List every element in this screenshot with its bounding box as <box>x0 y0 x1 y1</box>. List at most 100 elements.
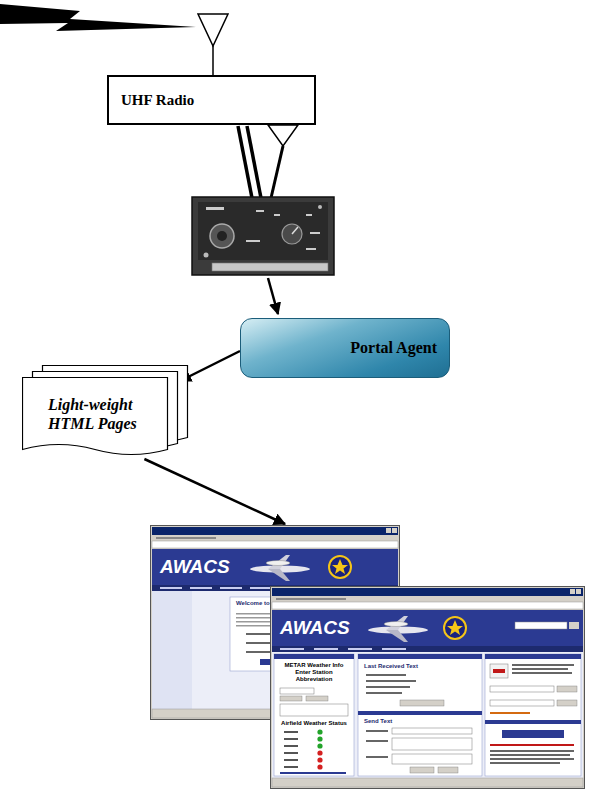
drawn-rect <box>280 704 348 716</box>
drawn-rect <box>490 762 560 764</box>
portal-screenshot: AWACSMETAR Weather Info Enter Station Ab… <box>270 586 585 789</box>
drawn-rect <box>392 728 472 734</box>
drawn-rect <box>366 692 402 694</box>
drawn-circle <box>317 743 322 748</box>
drawn-circle <box>317 729 322 734</box>
satellite-controller <box>192 197 334 275</box>
drawn-rect <box>280 688 314 694</box>
drawn-circle <box>204 253 209 258</box>
drawn-rect <box>512 664 574 666</box>
drawn-rect <box>274 654 354 776</box>
drawn-rect <box>490 700 554 706</box>
drawn-rect <box>366 680 416 682</box>
drawn-rect <box>276 598 346 600</box>
drawn-rect <box>314 648 338 650</box>
drawn-rect <box>284 752 298 754</box>
antenna-mast <box>212 46 214 75</box>
drawn-rect <box>515 622 567 629</box>
drawn-rect <box>502 730 564 738</box>
drawn-rect <box>152 541 398 548</box>
node-text: UHF Radio <box>121 92 194 109</box>
drawn-rect <box>366 686 410 688</box>
drawn-rect <box>212 263 328 271</box>
drawn-rect <box>152 527 398 535</box>
drawn-polygon <box>386 630 408 642</box>
data-arrow <box>268 278 278 314</box>
drawn-rect <box>358 654 482 776</box>
antenna <box>198 14 228 46</box>
drawn-rect <box>284 766 298 768</box>
drawn-circle <box>317 764 322 769</box>
drawn-rect <box>152 591 192 709</box>
drawn-rect <box>485 654 581 776</box>
drawn-rect <box>386 528 391 533</box>
drawn-rect <box>392 754 472 764</box>
drawn-rect <box>348 648 372 650</box>
drawn-rect <box>272 602 583 609</box>
drawn-rect <box>366 756 388 758</box>
drawn-rect <box>576 589 581 594</box>
drawn-rect <box>272 646 583 652</box>
drawn-circle <box>317 757 322 762</box>
drawn-rect <box>490 664 508 678</box>
node-text: Portal Agent <box>350 339 437 357</box>
drawn-rect <box>490 744 574 746</box>
small-antenna <box>268 125 298 146</box>
node-text: Last Received Text <box>364 663 474 669</box>
agent-box: Portal Agent <box>240 318 450 378</box>
drawn-rect <box>250 587 272 589</box>
node-text: AWACS <box>160 556 230 578</box>
drawn-rect <box>160 587 182 589</box>
drawn-rect <box>284 738 298 740</box>
drawn-rect <box>366 740 388 742</box>
drawn-rect <box>256 210 264 212</box>
drawn-rect <box>156 537 216 539</box>
node-text: Airfield Weather Status <box>278 720 350 726</box>
drawn-rect <box>366 730 388 732</box>
drawn-rect <box>192 197 334 275</box>
drawn-rect <box>493 669 505 673</box>
drawn-rect <box>280 648 304 650</box>
drawn-rect <box>280 696 302 701</box>
drawn-circle <box>317 750 322 755</box>
drawn-rect <box>198 202 328 260</box>
drawn-rect <box>284 731 298 733</box>
drawn-rect <box>490 750 574 752</box>
drawn-rect <box>271 587 585 789</box>
drawn-rect <box>485 720 581 724</box>
drawn-circle <box>217 231 227 241</box>
drawn-rect <box>557 686 577 692</box>
drawn-rect <box>490 686 554 692</box>
drawn-rect <box>274 214 280 216</box>
drawn-rect <box>284 759 298 761</box>
drawn-rect <box>190 587 212 589</box>
drawn-polygon <box>268 569 290 581</box>
drawn-rect <box>310 232 320 234</box>
drawn-line <box>292 227 298 234</box>
drawn-rect <box>152 549 398 585</box>
drawn-rect <box>400 700 444 706</box>
drawn-rect <box>358 654 482 659</box>
drawn-rect <box>246 240 260 242</box>
drawn-rect <box>272 652 583 778</box>
flow-arrow <box>144 459 285 524</box>
drawn-rect <box>490 758 574 760</box>
drawn-rect <box>490 754 570 756</box>
drawn-rect <box>272 588 583 596</box>
drawn-rect <box>512 668 568 670</box>
portal-main-screenshot <box>270 586 585 789</box>
drawn-rect <box>512 672 572 674</box>
drawn-circle <box>318 205 322 209</box>
drawn-rect <box>569 622 579 629</box>
drawn-rect <box>392 738 472 750</box>
drawn-rect <box>274 654 354 659</box>
drawn-path <box>23 378 168 455</box>
drawn-circle <box>444 617 466 639</box>
drawn-rect <box>438 767 458 773</box>
drawn-circle <box>210 224 234 248</box>
drawn-rect <box>306 248 316 250</box>
antenna-cable <box>271 146 283 198</box>
drawn-rect <box>490 712 530 714</box>
